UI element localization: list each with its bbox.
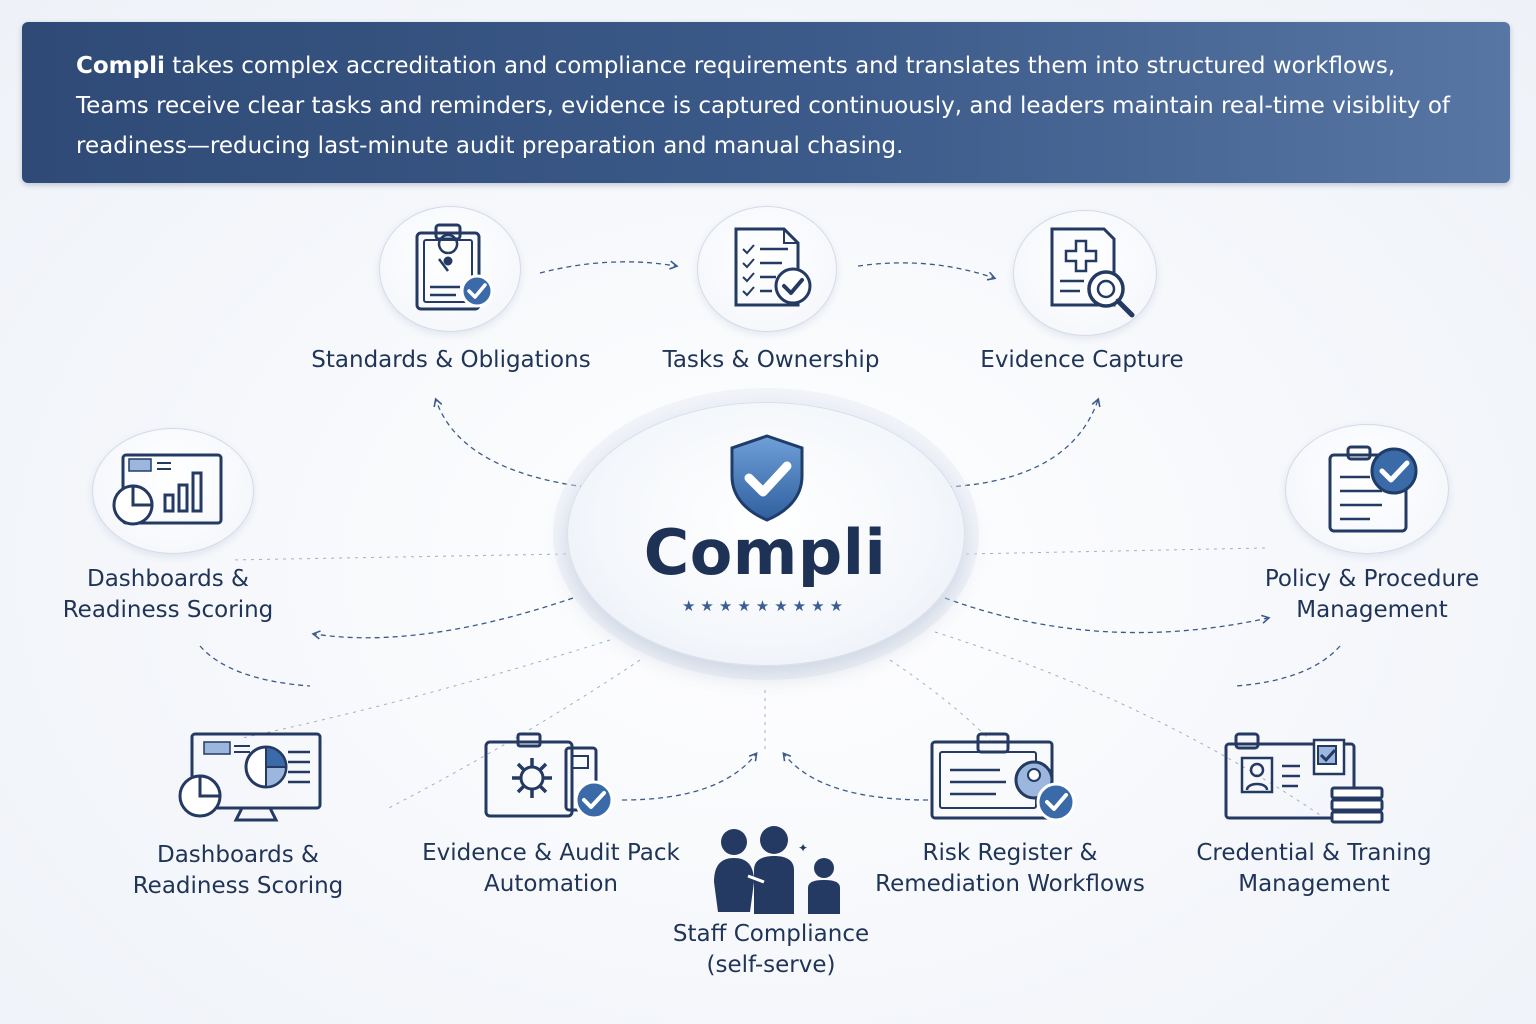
dashboards-left-label-line-2: Readiness Scoring (62, 597, 274, 623)
evidence-label: Evidence Capture (980, 345, 1183, 376)
audit-pack-label-line-2: Automation (484, 871, 618, 897)
risk-label: Risk Register & Remediation Workflows (875, 838, 1145, 900)
faint-line-risk (889, 659, 991, 741)
dashboards-bottom-label-line-2: Readiness Scoring (132, 873, 344, 899)
arrow-center-to-dashboards-left (311, 597, 574, 640)
banner-brand: Compli (76, 53, 165, 79)
id-card-icon (1224, 732, 1384, 824)
bar-chart-icon (112, 453, 223, 526)
arrow-center-to-policy (944, 597, 1271, 634)
arrow-center-to-evidence (946, 397, 1101, 488)
dashboards-bottom-node[interactable] (170, 726, 330, 826)
audit-pack-node[interactable] (478, 728, 626, 828)
banner-line-2: Teams receive clear tasks and reminders,… (76, 93, 1450, 119)
staff-label-line-2: (self-serve) (706, 952, 836, 978)
gear-folder-icon (484, 732, 614, 820)
policy-clipboard-icon (1328, 445, 1418, 533)
evidence-label-line-1: Evidence Capture (980, 347, 1184, 373)
tasks-label: Tasks & Ownership (663, 345, 880, 376)
risk-node[interactable] (926, 730, 1084, 830)
credential-node[interactable] (1220, 730, 1388, 830)
arrow-tasks-to-evidence (857, 262, 997, 281)
staff-label-line-1: Staff Compliance (672, 921, 870, 947)
checklist-document-icon (734, 227, 812, 307)
arrow-risk-to-staff (782, 751, 929, 801)
arrow-audit-to-staff (621, 751, 758, 801)
banner-line-1: Compli takes complex accreditation and c… (76, 46, 1456, 86)
rating-stars: ★★★★★★★★★ (681, 597, 849, 615)
banner-line-1-text: takes complex accreditation and complian… (164, 53, 1396, 79)
standards-label: Standards & Obligations (311, 345, 590, 376)
dashboards-bottom-label-line-1: Dashboards & (156, 842, 319, 868)
staff-label: Staff Compliance (self-serve) (673, 919, 869, 981)
banner-line-3: readiness—reducing last-minute audit pre… (76, 133, 904, 159)
risk-register-icon (930, 732, 1076, 822)
faint-line-dashboards-bottom (241, 639, 611, 739)
svg-text:✦: ✦ (798, 841, 808, 855)
credential-label-line-1: Credential & Traning (1196, 840, 1432, 866)
risk-label-line-2: Remediation Workflows (875, 871, 1145, 897)
staff-node[interactable]: ✦ (704, 822, 846, 914)
shield-check-icon (730, 434, 804, 522)
policy-label-line-1: Policy & Procedure (1264, 566, 1480, 592)
dash-left-lower (199, 645, 311, 687)
dash-right-lower (1235, 645, 1341, 687)
policy-node[interactable] (1285, 424, 1449, 554)
audit-pack-label-line-1: Evidence & Audit Pack (422, 840, 680, 866)
monitor-chart-icon (178, 732, 322, 822)
faint-line-left (229, 553, 567, 561)
tasks-label-line-1: Tasks & Ownership (662, 347, 880, 373)
dashboards-left-node[interactable] (92, 428, 254, 554)
arrow-center-to-standards (433, 397, 586, 488)
faint-line-right (965, 547, 1266, 555)
credential-label: Credential & Traning Management (1196, 838, 1431, 900)
dashboards-bottom-label: Dashboards & Readiness Scoring (133, 840, 344, 902)
people-icon: ✦ (714, 826, 840, 914)
faint-line-audit (384, 659, 641, 811)
policy-label-line-2: Management (1296, 597, 1448, 623)
credential-label-line-2: Management (1238, 871, 1390, 897)
audit-pack-label: Evidence & Audit Pack Automation (422, 838, 680, 900)
standards-node[interactable] (379, 206, 521, 332)
tasks-node[interactable] (697, 206, 837, 332)
evidence-node[interactable] (1013, 210, 1157, 336)
clipboard-check-icon (415, 223, 494, 311)
dashboards-left-label-line-1: Dashboards & (86, 566, 249, 592)
intro-banner: Compli takes complex accreditation and c… (22, 22, 1510, 183)
risk-label-line-1: Risk Register & (922, 840, 1098, 866)
standards-label-line-1: Standards & Obligations (311, 347, 591, 373)
faint-line-credential (934, 631, 1321, 816)
document-search-icon (1050, 227, 1135, 318)
policy-label: Policy & Procedure Management (1265, 564, 1479, 626)
center-title: Compli (643, 516, 887, 589)
arrow-standards-to-tasks (539, 260, 679, 274)
dashboards-left-label: Dashboards & Readiness Scoring (63, 564, 274, 626)
